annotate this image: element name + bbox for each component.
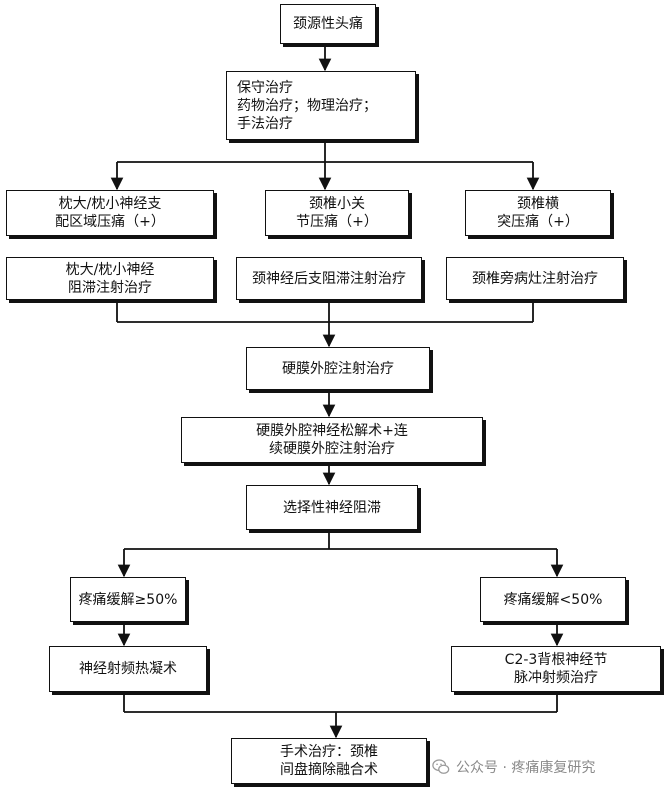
node-start-label: 颈源性头痛	[293, 16, 363, 32]
node-relief-lt-label: 疼痛缓解<50%	[503, 591, 603, 608]
node-tx-mid: 颈神经后支阻滞注射治疗	[236, 257, 422, 300]
node-branch-left-label: 枕大/枕小神经支 配区域压痛（+）	[55, 196, 165, 230]
node-rf-ablation-label: 神经射频热凝术	[79, 661, 177, 677]
node-selective: 选择性神经阻滞	[246, 485, 418, 530]
node-branch-left: 枕大/枕小神经支 配区域压痛（+）	[6, 190, 214, 236]
wechat-icon	[432, 759, 450, 774]
node-tx-left-label: 枕大/枕小神经 阻滞注射治疗	[65, 261, 155, 296]
node-epidural-label: 硬膜外腔注射治疗	[282, 360, 394, 377]
watermark-text: 公众号 · 疼痛康复研究	[456, 760, 596, 776]
node-epidural: 硬膜外腔注射治疗	[246, 347, 430, 390]
node-conservative: 保守治疗 药物治疗；物理治疗； 手法治疗	[226, 71, 416, 140]
node-branch-mid-label: 颈椎小关 节压痛（+）	[296, 196, 378, 230]
node-tx-right-label: 颈椎旁病灶注射治疗	[472, 270, 598, 287]
watermark: 公众号 · 疼痛康复研究	[432, 757, 595, 777]
node-lysis-label: 硬膜外腔神经松解术+连 续硬膜外腔注射治疗	[256, 423, 408, 457]
node-branch-right-label: 颈椎横 突压痛（+）	[497, 196, 579, 230]
node-relief-ge-label: 疼痛缓解≥50%	[78, 591, 178, 608]
node-lysis: 硬膜外腔神经松解术+连 续硬膜外腔注射治疗	[181, 417, 483, 463]
node-surgery: 手术治疗：颈椎 间盘摘除融合术	[231, 738, 427, 784]
node-tx-right: 颈椎旁病灶注射治疗	[446, 257, 624, 300]
node-tx-mid-label: 颈神经后支阻滞注射治疗	[252, 270, 406, 287]
node-tx-left: 枕大/枕小神经 阻滞注射治疗	[6, 257, 214, 300]
node-pulsed-rf: C2-3背根神经节 脉冲射频治疗	[451, 646, 661, 692]
node-branch-right: 颈椎横 突压痛（+）	[465, 190, 611, 236]
node-surgery-label: 手术治疗：颈椎 间盘摘除融合术	[280, 744, 378, 778]
node-pulsed-rf-label: C2-3背根神经节 脉冲射频治疗	[504, 652, 608, 686]
node-rf-ablation: 神经射频热凝术	[49, 646, 207, 692]
node-conservative-label: 保守治疗 药物治疗；物理治疗； 手法治疗	[237, 79, 377, 132]
node-start: 颈源性头痛	[280, 4, 376, 44]
node-relief-lt: 疼痛缓解<50%	[480, 577, 626, 622]
node-selective-label: 选择性神经阻滞	[283, 499, 381, 516]
node-relief-ge: 疼痛缓解≥50%	[70, 577, 186, 622]
node-branch-mid: 颈椎小关 节压痛（+）	[265, 190, 409, 236]
